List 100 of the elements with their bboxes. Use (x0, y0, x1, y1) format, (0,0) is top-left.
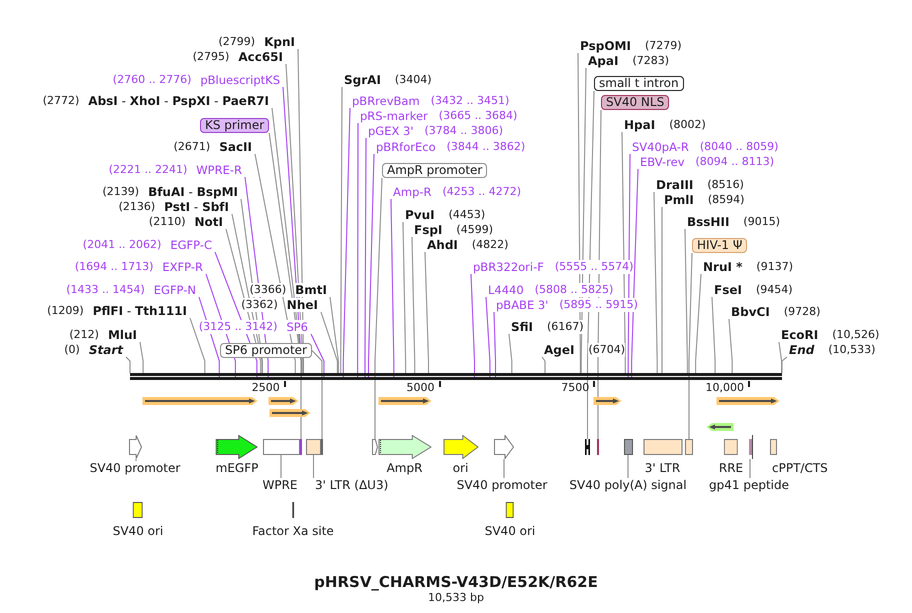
cut-position: (8516) (707, 178, 744, 192)
cut-position: (1209) (47, 304, 84, 318)
scale-label: 7500 (561, 381, 590, 395)
cut-position: (3362) (241, 298, 278, 312)
feature-label: ori (452, 461, 468, 475)
enzyme-name: PstI - SbfI (164, 200, 229, 214)
cut-position: (2671) (174, 140, 210, 154)
feature-bar (749, 435, 753, 459)
enzyme-name: AgeI (544, 343, 574, 357)
cut-position: (10,526) (832, 328, 880, 342)
cut-position: (7283) (632, 54, 670, 68)
primer-name: pBRrevBam (352, 94, 420, 108)
leader-line (286, 64, 304, 374)
primer-range: (3665 .. 3684) (438, 109, 518, 123)
primer-range: (8094 .. 8113) (696, 155, 774, 169)
enzyme-name: ApaI (588, 54, 618, 68)
cut-position: (8594) (708, 193, 744, 207)
enzyme-name: PflFI - Tth111I (92, 304, 187, 318)
cut-position: (2136) (118, 200, 156, 214)
enzyme-name: HpaI (624, 118, 656, 132)
enzyme-name: PmlI (664, 193, 694, 207)
feature-label: 3' LTR (644, 461, 680, 475)
cut-position: (9454) (756, 283, 793, 297)
leader-line (688, 252, 692, 440)
feature-glyph (494, 435, 514, 459)
enzyme-name: NruI * (703, 260, 742, 274)
primer-name: pBABE 3' (496, 298, 548, 312)
map-title: pHRSV_CHARMS-V43D/E52K/R62E (314, 573, 598, 591)
primer-range: (2760 .. 2776) (112, 73, 192, 87)
feature-glyph (129, 435, 142, 459)
enzyme-name: AhdI (427, 238, 458, 252)
enzyme-name: SfiI (511, 320, 534, 334)
feature-tag: SP6 promoter (220, 343, 312, 358)
feature-tag: SV40 NLS (601, 95, 670, 110)
leader-line (684, 228, 688, 374)
leader-line (402, 222, 406, 374)
feature-label: SV40 promoter (456, 478, 548, 492)
feature-label: SV40 ori (112, 524, 164, 538)
primer-name: SP6 (286, 320, 308, 334)
enzyme-name: MluI (108, 328, 137, 342)
enzyme-name: EcoRI (781, 328, 818, 342)
leader-line (508, 334, 512, 374)
feature-bar (585, 439, 590, 455)
primer-range: (5895 .. 5915) (559, 298, 638, 312)
cut-position: (2139) (102, 185, 140, 199)
primer-range: (1694 .. 1713) (74, 260, 154, 274)
feature-block (685, 439, 693, 455)
cut-position: (4599) (456, 223, 493, 237)
primer-range: (2041 .. 2062) (82, 238, 162, 252)
leader-line (313, 454, 314, 478)
enzyme-name: NheI (286, 298, 318, 312)
sequence-length: 10,533 bp (428, 591, 484, 605)
terminus-position: (0) (64, 343, 80, 357)
enzyme-name: NotI (194, 215, 223, 229)
dna-backbone (130, 373, 782, 380)
cut-position: (6704) (588, 343, 626, 357)
feature-tag: HIV-1 Ψ (692, 238, 748, 253)
enzyme-name: PvuI (405, 208, 435, 222)
primer-name: pBR322ori-F (473, 260, 544, 274)
cut-position: (9728) (784, 305, 820, 319)
cut-position: (3404) (394, 73, 432, 87)
leader-line (782, 356, 788, 374)
leader-line (695, 274, 702, 374)
leader-line (320, 312, 338, 374)
primer-range: (2221 .. 2241) (108, 163, 188, 177)
leader-line (374, 178, 382, 440)
feature-label: Factor Xa site (252, 524, 334, 538)
primer-name: Amp-R (393, 185, 432, 199)
primer-name: pRS-marker (360, 109, 428, 123)
enzyme-name: FspI (414, 223, 442, 237)
primer-range: (3784 .. 3806) (424, 124, 504, 138)
enzyme-name: PspOMI (580, 39, 631, 53)
enzyme-name: BbvCI (731, 305, 770, 319)
cut-position: (4453) (448, 208, 486, 222)
feature-block (263, 439, 300, 455)
primer-name: L4440 (488, 283, 524, 297)
primer-range: (3432 .. 3451) (430, 94, 510, 108)
primer-name: pBluescriptKS (200, 73, 280, 87)
leader-line (140, 342, 144, 374)
terminus-label: Start (88, 343, 123, 357)
leader-line (712, 296, 716, 374)
enzyme-name: BssHII (687, 215, 730, 229)
enzyme-name: BfuAI - BspMI (148, 185, 238, 199)
primer-range: (4253 .. 4272) (442, 185, 522, 199)
enzyme-name: AbsI - XhoI - PspXI - PaeR7I (88, 94, 269, 108)
cut-position: (212) (69, 328, 99, 342)
cut-position: (2795) (192, 50, 230, 64)
feature-label: SV40 ori (484, 524, 536, 538)
primer-range: (5555 .. 5574) (554, 260, 634, 274)
feature-tag: AmpR promoter (382, 163, 488, 178)
enzyme-name: FseI (714, 283, 742, 297)
cut-position: (7279) (644, 39, 682, 53)
primer-name: EGFP-C (170, 238, 212, 252)
enzyme-name: BmtI (295, 283, 327, 297)
leader-line (778, 342, 782, 374)
cut-position: (2799) (218, 35, 256, 49)
feature-label: AmpR (386, 461, 422, 475)
primer-range: (3844 .. 3862) (446, 140, 526, 154)
feature-block (624, 439, 633, 455)
leader-line (412, 236, 416, 374)
